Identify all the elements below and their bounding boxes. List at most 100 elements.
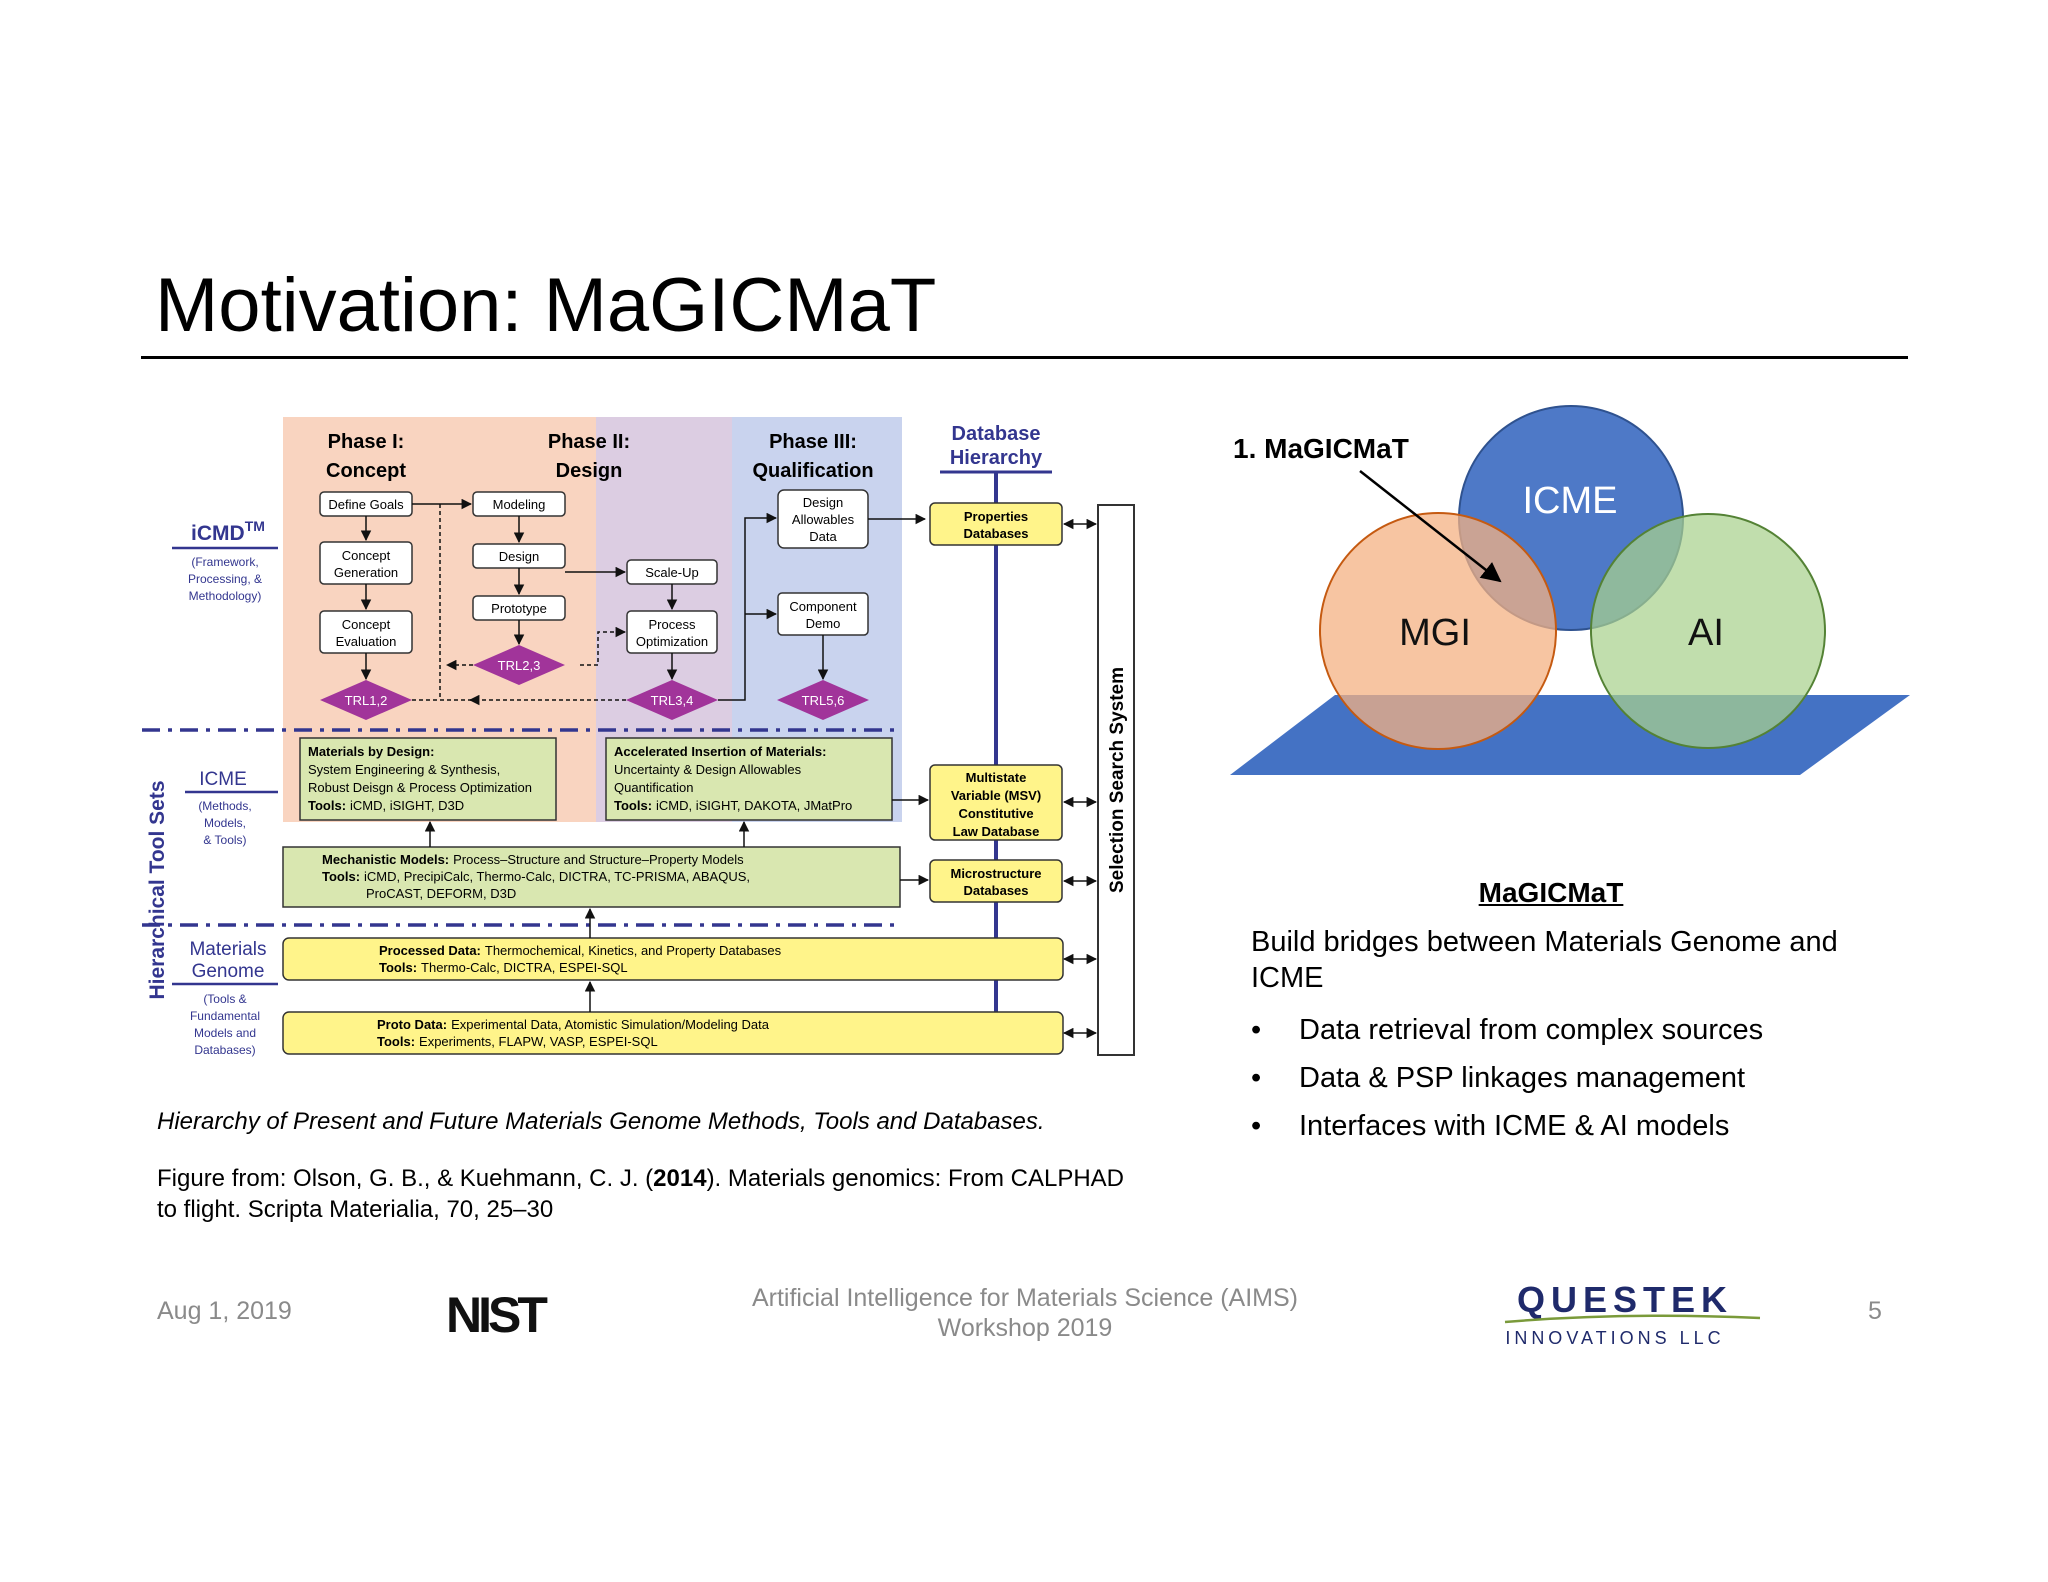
bullet-text: Data retrieval from complex sources — [1299, 1014, 1764, 1046]
aim-title: Accelerated Insertion of Materials: — [614, 744, 826, 759]
mbd-tools: Tools:iCMD, iSIGHT, D3D — [308, 798, 464, 813]
bullet-item: •Data retrieval from complex sources — [1251, 1014, 1764, 1046]
citation-before: Figure from: Olson, G. B., & Kuehmann, C… — [157, 1165, 654, 1192]
footer-event-line-2: Workshop 2019 — [937, 1314, 1113, 1342]
design-allowables-text-2: Allowables — [792, 512, 855, 527]
microstructure-text-2: Databases — [963, 883, 1028, 898]
icmd-label: iCMDTM — [191, 518, 265, 545]
svg-text:NIST: NIST — [446, 1290, 547, 1338]
mg-sub-3: Models and — [194, 1026, 256, 1040]
venn-platform — [1230, 695, 1910, 775]
bullet-text: Data & PSP linkages management — [1299, 1062, 1746, 1094]
mg-sub-1: (Tools & — [203, 992, 246, 1006]
svg-text:INNOVATIONS LLC: INNOVATIONS LLC — [1505, 1328, 1724, 1348]
icme-sub-3: & Tools) — [203, 833, 246, 847]
phase-3-subtitle: Qualification — [752, 460, 873, 482]
ai-circle — [1590, 513, 1826, 749]
phase-2-subtitle: Design — [556, 460, 623, 482]
venn-pointer-label: 1. MaGICMaT — [1233, 433, 1409, 464]
icmd-sub-2: Processing, & — [188, 572, 262, 586]
footer-event: Artificial Intelligence for Materials Sc… — [700, 1283, 1350, 1343]
processed-line-1: Processed Data:Thermochemical, Kinetics,… — [379, 943, 782, 958]
phase-1-subtitle: Concept — [326, 460, 406, 482]
title-divider — [141, 356, 1908, 359]
proto-line-1: Proto Data:Experimental Data, Atomistic … — [377, 1017, 770, 1032]
trl-1-2-text: TRL1,2 — [345, 693, 388, 708]
properties-databases-box — [929, 502, 1063, 546]
bullet-text: Interfaces with ICME & AI models — [1299, 1110, 1730, 1142]
materials-by-design-box — [299, 737, 557, 821]
properties-databases-text-2: Databases — [963, 526, 1028, 541]
panel-intro: Build bridges between Materials Genome a… — [1251, 926, 1838, 994]
concept-generation-text-1: Concept — [342, 548, 391, 563]
mg-sub-2: Fundamental — [190, 1009, 260, 1023]
nist-logo: NIST — [446, 1290, 551, 1338]
define-goals-text: Define Goals — [328, 497, 404, 512]
mgi-circle-label: MGI — [1399, 612, 1471, 654]
mbd-title: Materials by Design: — [308, 744, 434, 759]
materials-genome-label-2: Genome — [192, 961, 265, 982]
mbd-line-1: System Engineering & Synthesis, — [308, 762, 500, 777]
db-hierarchy-subtitle: Hierarchy — [950, 447, 1043, 469]
mech-line-2: Tools:iCMD, PrecipiCalc, Thermo-Calc, DI… — [322, 869, 750, 884]
aim-line-1: Uncertainty & Design Allowables — [614, 762, 802, 777]
slide-title: Motivation: MaGICMaT — [155, 263, 937, 348]
icmd-sub-1: (Framework, — [191, 555, 258, 569]
multistate-db-box — [929, 764, 1063, 841]
venn-pointer-arrow — [1359, 470, 1502, 583]
citation-after: ). Materials genomics: From CALPHAD to f… — [157, 1165, 1124, 1223]
aim-line-2: Quantification — [614, 780, 694, 795]
component-demo-text-2: Demo — [806, 616, 841, 631]
concept-evaluation-text-2: Evaluation — [336, 634, 397, 649]
mech-line-1: Mechanistic Models:Process–Structure and… — [322, 852, 744, 867]
icmd-sub-3: Methodology) — [189, 589, 262, 603]
mbd-line-2: Robust Deisgn & Process Optimization — [308, 780, 532, 795]
flow-arrows — [360, 498, 927, 706]
multistate-text-2: Variable (MSV) — [951, 788, 1041, 803]
mechanistic-models-box — [282, 846, 901, 908]
icme-circle-label: ICME — [1523, 480, 1618, 522]
process-optimization-text-1: Process — [649, 617, 696, 632]
design-allowables-text-1: Design — [803, 495, 843, 510]
processed-line-2: Tools:Thermo-Calc, DICTRA, ESPEI-SQL — [379, 960, 628, 975]
concept-generation-text-2: Generation — [334, 565, 398, 580]
phase-3-title: Phase III: — [769, 431, 857, 453]
trl-5-6-diamond — [777, 680, 869, 720]
component-demo-text-1: Component — [789, 599, 857, 614]
microstructure-text-1: Microstructure — [950, 866, 1041, 881]
page-number: 5 — [1868, 1297, 1882, 1325]
trl-1-2-diamond — [320, 680, 412, 720]
microstructure-db-box — [929, 859, 1063, 903]
trl-3-4-text: TRL3,4 — [651, 693, 694, 708]
footer-date: Aug 1, 2019 — [157, 1297, 292, 1325]
multistate-text-3: Constitutive — [958, 806, 1033, 821]
modeling-text: Modeling — [493, 497, 546, 512]
trl-2-3-diamond — [473, 645, 565, 685]
scale-up-text: Scale-Up — [645, 565, 698, 580]
lower-arrows — [424, 518, 1098, 1039]
aim-tools: Tools:iCMD, iSIGHT, DAKOTA, JMatPro — [614, 798, 852, 813]
hierarchy-figure: Phase I: Concept Phase II: Design Phase … — [142, 417, 1135, 1057]
ai-circle-label: AI — [1688, 612, 1724, 654]
trl-5-6-text: TRL5,6 — [802, 693, 845, 708]
design-text: Design — [499, 549, 539, 564]
bullet-item: •Interfaces with ICME & AI models — [1251, 1110, 1730, 1142]
bullet-item: •Data & PSP linkages management — [1251, 1062, 1746, 1094]
questek-logo: QUESTEK INNOVATIONS LLC — [1504, 1279, 1761, 1348]
phase-2-title: Phase II: — [548, 431, 630, 453]
proto-line-2: Tools:Experiments, FLAPW, VASP, ESPEI-SQ… — [377, 1034, 658, 1049]
figure-caption: Hierarchy of Present and Future Material… — [157, 1108, 1045, 1135]
hierarchical-tool-sets-label: Hierarchical Tool Sets — [146, 780, 169, 999]
icme-sub-1: (Methods, — [198, 799, 251, 813]
multistate-text-4: Law Database — [953, 824, 1040, 839]
panel-heading: MaGICMaT — [1478, 877, 1624, 908]
trl-3-4-diamond — [626, 680, 718, 720]
design-allowables-text-3: Data — [809, 529, 837, 544]
svg-text:QUESTEK: QUESTEK — [1517, 1279, 1733, 1320]
selection-search-system-text: Selection Search System — [1107, 667, 1128, 893]
venn-diagram: ICME MGI AI — [1230, 405, 1910, 775]
citation-year: 2014 — [653, 1165, 707, 1192]
footer-event-line-1: Artificial Intelligence for Materials Sc… — [751, 1284, 1299, 1312]
multistate-text-1: Multistate — [966, 770, 1027, 785]
properties-databases-text-1: Properties — [964, 509, 1028, 524]
